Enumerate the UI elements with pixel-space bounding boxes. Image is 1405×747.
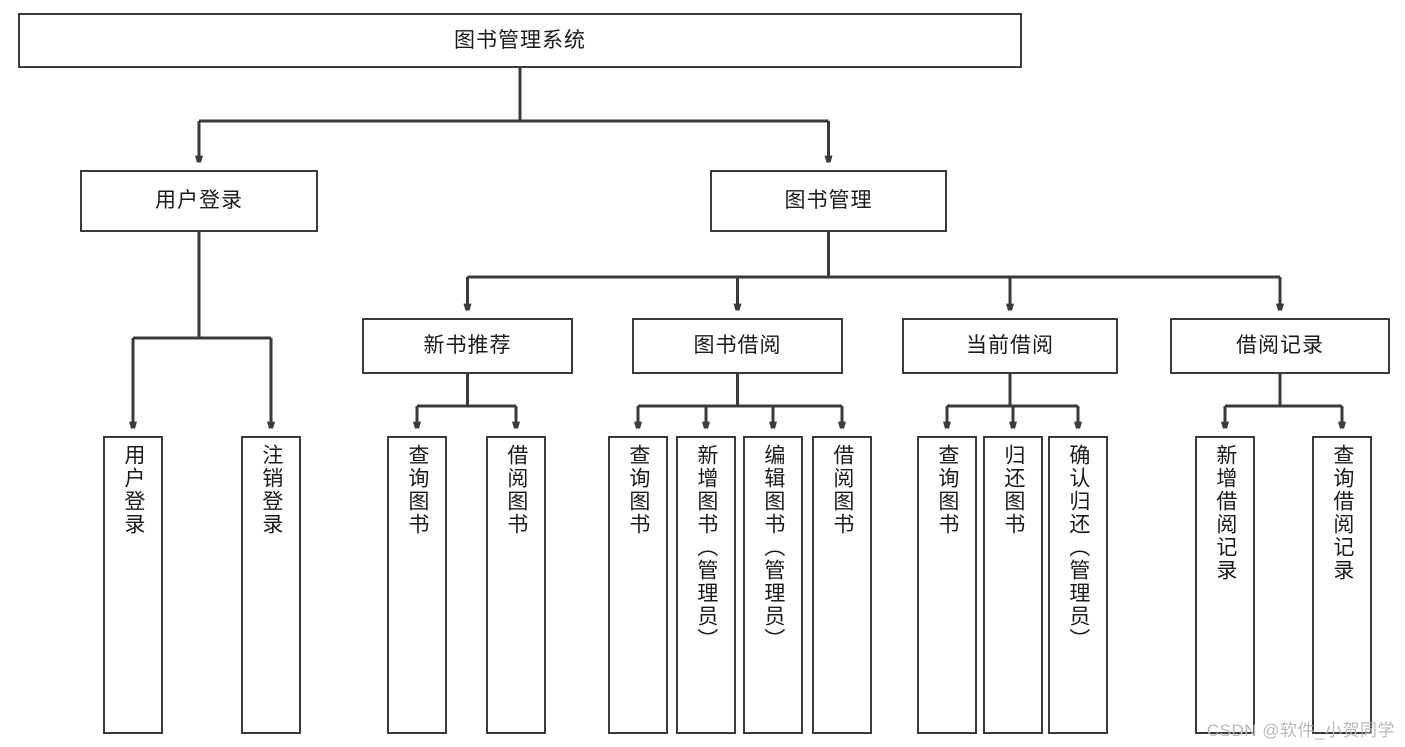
- node-label-book-admin: 图书管理: [784, 189, 873, 213]
- node-leaf-user-logout[interactable]: 注销登录: [241, 436, 301, 734]
- node-label-root: 图书管理系统: [454, 28, 586, 52]
- node-leaf-current-confirm-return[interactable]: 确认归还（管理员）: [1048, 436, 1108, 734]
- node-leaf-current-return-book[interactable]: 归还图书: [983, 436, 1043, 734]
- node-label-leaf-current-confirm-return: 确认归还（管理员）: [1066, 444, 1090, 651]
- node-label-current-borrow: 当前借阅: [966, 334, 1054, 358]
- node-leaf-record-add[interactable]: 新增借阅记录: [1195, 436, 1255, 734]
- node-root[interactable]: 图书管理系统: [18, 13, 1022, 68]
- node-label-leaf-user-login: 用户登录: [121, 444, 145, 536]
- node-book-admin[interactable]: 图书管理: [710, 170, 947, 232]
- node-label-leaf-record-query: 查询借阅记录: [1330, 444, 1354, 582]
- node-leaf-current-query-book[interactable]: 查询图书: [917, 436, 977, 734]
- node-leaf-borrow-add-book[interactable]: 新增图书（管理员）: [676, 436, 736, 734]
- node-label-leaf-borrow-query-book: 查询图书: [626, 444, 650, 536]
- node-current-borrow[interactable]: 当前借阅: [902, 318, 1118, 374]
- node-leaf-rec-query-book[interactable]: 查询图书: [387, 436, 447, 734]
- node-label-book-borrow: 图书借阅: [693, 334, 782, 358]
- node-label-leaf-record-add: 新增借阅记录: [1213, 444, 1237, 582]
- node-leaf-borrow-query-book[interactable]: 查询图书: [608, 436, 668, 734]
- node-leaf-rec-borrow-book[interactable]: 借阅图书: [486, 436, 546, 734]
- node-label-leaf-user-logout: 注销登录: [259, 444, 283, 536]
- node-leaf-user-login[interactable]: 用户登录: [103, 436, 163, 734]
- node-label-leaf-borrow-edit-book: 编辑图书（管理员）: [761, 444, 785, 651]
- node-label-leaf-rec-borrow-book: 借阅图书: [504, 444, 528, 536]
- node-borrow-record[interactable]: 借阅记录: [1170, 318, 1390, 374]
- node-label-leaf-current-return-book: 归还图书: [1001, 444, 1025, 536]
- node-label-new-book-rec: 新书推荐: [423, 334, 512, 358]
- watermark: CSDN @软件_小贺同学: [1206, 721, 1395, 740]
- node-leaf-borrow-edit-book[interactable]: 编辑图书（管理员）: [743, 436, 803, 734]
- node-leaf-borrow-borrow-book[interactable]: 借阅图书: [812, 436, 872, 734]
- node-label-leaf-borrow-add-book: 新增图书（管理员）: [694, 444, 718, 651]
- node-label-leaf-current-query-book: 查询图书: [935, 444, 959, 536]
- node-leaf-record-query[interactable]: 查询借阅记录: [1312, 436, 1372, 734]
- node-book-borrow[interactable]: 图书借阅: [632, 318, 843, 374]
- node-label-user-login: 用户登录: [155, 189, 243, 213]
- node-new-book-rec[interactable]: 新书推荐: [362, 318, 573, 374]
- node-user-login[interactable]: 用户登录: [80, 170, 318, 232]
- node-label-borrow-record: 借阅记录: [1236, 334, 1324, 358]
- node-label-leaf-borrow-borrow-book: 借阅图书: [830, 444, 854, 536]
- node-label-leaf-rec-query-book: 查询图书: [405, 444, 429, 536]
